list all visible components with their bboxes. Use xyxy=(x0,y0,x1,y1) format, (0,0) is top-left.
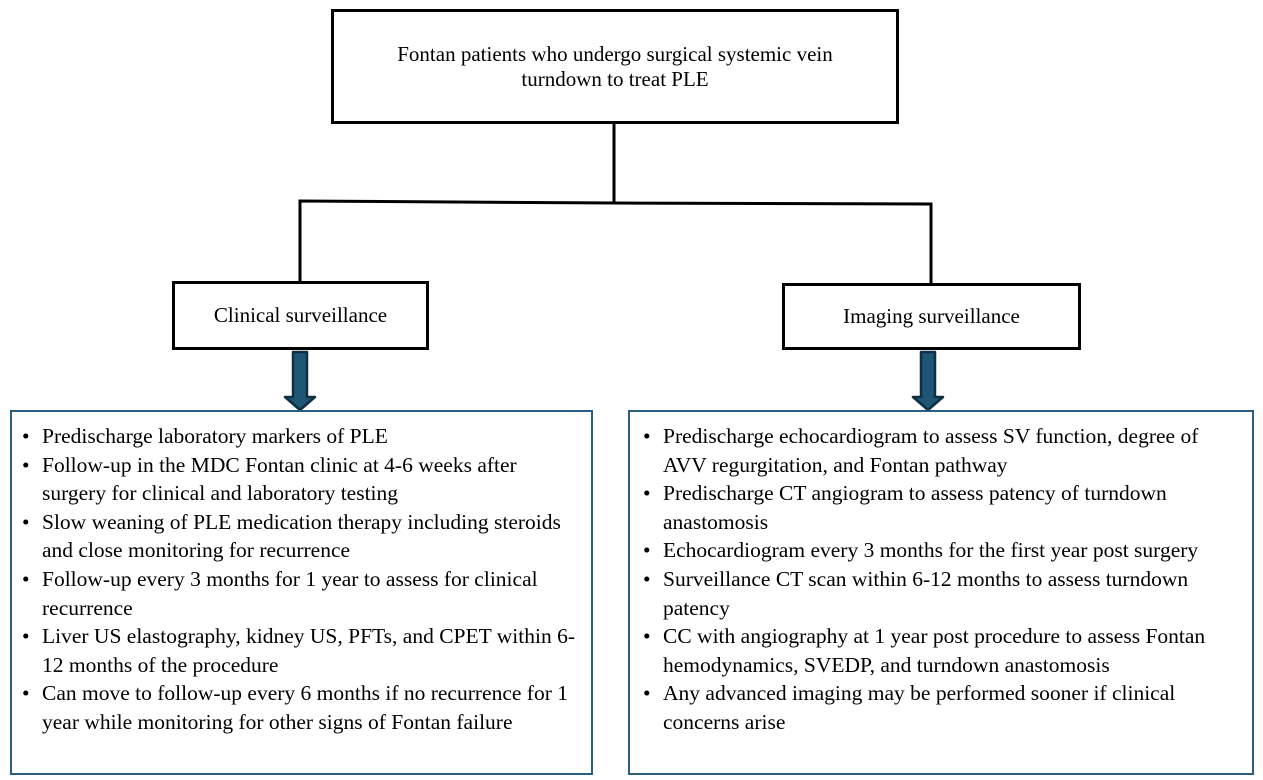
down-arrow-left xyxy=(283,350,317,412)
down-arrow-right xyxy=(911,350,945,412)
imaging-surveillance-label: Imaging surveillance xyxy=(843,304,1020,328)
root-node: Fontan patients who undergo surgical sys… xyxy=(331,9,899,124)
list-item: Predischarge laboratory markers of PLE xyxy=(22,422,583,451)
clinical-surveillance-list: Predischarge laboratory markers of PLE F… xyxy=(10,410,593,775)
list-item: Liver US elastography, kidney US, PFTs, … xyxy=(22,622,583,679)
clinical-surveillance-label: Clinical surveillance xyxy=(213,303,388,327)
list-item: Echocardiogram every 3 months for the fi… xyxy=(643,536,1244,565)
list-item: Follow-up every 3 months for 1 year to a… xyxy=(22,565,583,622)
root-node-label: Fontan patients who undergo surgical sys… xyxy=(397,41,833,91)
list-item: CC with angiography at 1 year post proce… xyxy=(643,622,1244,679)
list-item: Surveillance CT scan within 6-12 months … xyxy=(643,565,1244,622)
imaging-surveillance-node: Imaging surveillance xyxy=(782,283,1081,350)
tree-connector-right xyxy=(613,201,933,283)
list-item: Slow weaning of PLE medication therapy i… xyxy=(22,508,583,565)
list-item: Predischarge echocardiogram to assess SV… xyxy=(643,422,1244,479)
list-item: Follow-up in the MDC Fontan clinic at 4-… xyxy=(22,451,583,508)
clinical-surveillance-node: Clinical surveillance xyxy=(172,281,429,350)
imaging-surveillance-list: Predischarge echocardiogram to assess SV… xyxy=(628,410,1254,775)
tree-connector xyxy=(298,124,616,281)
list-item: Predischarge CT angiogram to assess pate… xyxy=(643,479,1244,536)
list-item: Any advanced imaging may be performed so… xyxy=(643,679,1244,736)
list-item: Can move to follow-up every 6 months if … xyxy=(22,679,583,736)
